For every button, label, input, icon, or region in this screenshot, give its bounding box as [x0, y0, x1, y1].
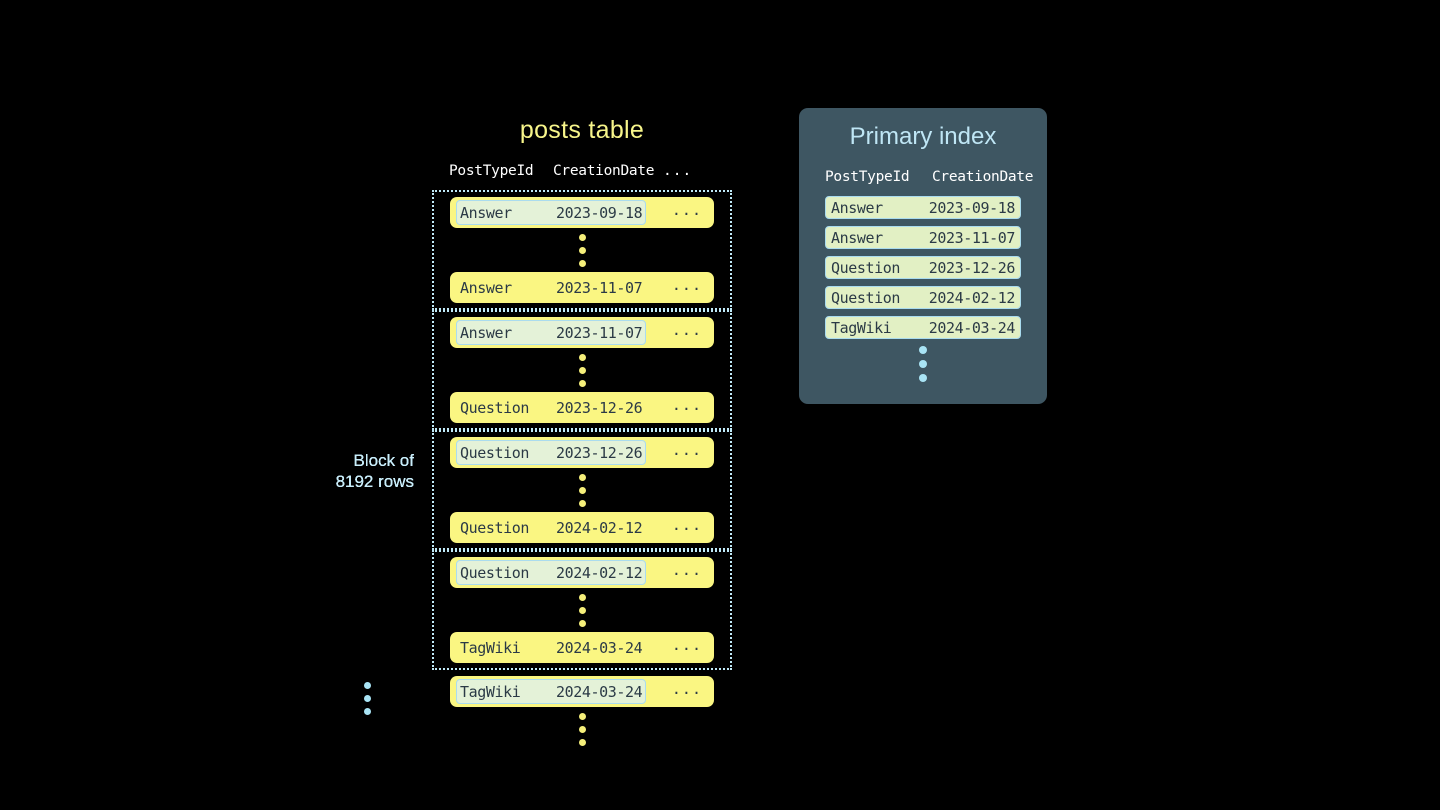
- cell-posttypeid: Answer: [460, 278, 512, 297]
- column-header-posttypeid: PostTypeId: [449, 163, 534, 179]
- block-1-label: Block of 8192 rows: [335, 450, 414, 491]
- cell-more: ...: [671, 396, 702, 414]
- index-row: Question 2023-12-26: [825, 256, 1021, 279]
- cell-creationdate: 2023-12-26: [556, 443, 643, 462]
- cell-creationdate: 2024-03-24: [556, 638, 643, 657]
- cell-creationdate: 2023-11-07: [556, 323, 643, 342]
- cell-creationdate: 2023-11-07: [556, 278, 643, 297]
- cell-creationdate: 2023-09-18: [928, 198, 1016, 217]
- cell-posttypeid: Question: [460, 443, 530, 462]
- table-row: Question 2023-12-26 ...: [450, 437, 714, 468]
- cell-creationdate: 2023-11-07: [928, 228, 1016, 247]
- block-4: Block of 8192 rows Question 2024-02-12 .…: [336, 451, 732, 670]
- row-cells-highlighted: Answer 2023-09-18: [456, 200, 647, 225]
- row-cells: Question 2024-02-12: [456, 515, 646, 540]
- posts-table-blocks: Block of 8192 rows Answer 2023-09-18 ...…: [336, 190, 732, 751]
- cell-creationdate: 2023-09-18: [556, 203, 643, 222]
- cell-creationdate: 2024-03-24: [928, 318, 1016, 337]
- vertical-ellipsis-icon: [434, 348, 730, 392]
- cell-posttypeid: Question: [460, 563, 530, 582]
- index-row: Answer 2023-09-18: [825, 196, 1021, 219]
- vertical-ellipsis-icon: [432, 707, 732, 751]
- cell-posttypeid: Answer: [831, 228, 883, 247]
- posts-table-title: posts table: [519, 116, 645, 144]
- cell-posttypeid: Question: [831, 258, 901, 277]
- cell-more: ...: [671, 201, 702, 219]
- cell-posttypeid: Answer: [831, 198, 883, 217]
- primary-index-title: Primary index: [849, 123, 997, 150]
- cell-posttypeid: Answer: [460, 323, 512, 342]
- cell-creationdate: 2024-02-12: [556, 518, 643, 537]
- index-row: TagWiki 2024-03-24: [825, 316, 1021, 339]
- table-row: Answer 2023-11-07 ...: [450, 272, 714, 303]
- block-2-label: Block of 8192 rows: [335, 450, 414, 491]
- vertical-ellipsis-icon: [434, 588, 730, 632]
- table-row: Answer 2023-11-07 ...: [450, 317, 714, 348]
- block-4-label: Block of 8192 rows: [335, 450, 414, 491]
- row-cells-highlighted: Question 2024-02-12: [456, 560, 647, 585]
- cell-creationdate: 2024-03-24: [556, 682, 643, 701]
- cell-posttypeid: TagWiki: [831, 318, 892, 337]
- row-cells-highlighted: TagWiki 2024-03-24: [456, 679, 647, 704]
- cell-posttypeid: Answer: [460, 203, 512, 222]
- primary-index-column-headers: PostTypeId CreationDate: [799, 169, 1047, 185]
- cell-more: ...: [671, 321, 702, 339]
- block-3-label: Block of 8192 rows: [335, 450, 414, 491]
- cell-more: ...: [671, 516, 702, 534]
- table-row: TagWiki 2024-03-24 ...: [450, 632, 714, 663]
- row-cells: TagWiki 2024-03-24: [456, 635, 646, 660]
- primary-index-rows: Answer 2023-09-18 Answer 2023-11-07 Ques…: [799, 196, 1047, 382]
- cell-creationdate: 2024-02-12: [928, 288, 1016, 307]
- index-row: Answer 2023-11-07: [825, 226, 1021, 249]
- column-header-creationdate: CreationDate: [553, 163, 655, 179]
- table-row-trailing: TagWiki 2024-03-24 ...: [450, 676, 714, 707]
- cell-posttypeid: TagWiki: [460, 682, 521, 701]
- block-1: Block of 8192 rows Answer 2023-09-18 ...…: [336, 190, 732, 491]
- index-row: Question 2024-02-12: [825, 286, 1021, 309]
- column-header-creationdate: CreationDate: [932, 169, 1034, 185]
- table-row: Question 2024-02-12 ...: [450, 512, 714, 543]
- primary-index-panel: Primary index PostTypeId CreationDate An…: [799, 108, 1047, 404]
- vertical-ellipsis-icon: [434, 468, 730, 512]
- cell-creationdate: 2023-12-26: [928, 258, 1016, 277]
- cell-creationdate: 2024-02-12: [556, 563, 643, 582]
- row-cells-highlighted: Answer 2023-11-07: [456, 320, 647, 345]
- table-row: Question 2023-12-26 ...: [450, 392, 714, 423]
- posts-table-column-headers: PostTypeId CreationDate ...: [432, 161, 732, 181]
- index-continues-ellipsis-icon: [825, 346, 1021, 382]
- cell-more: ...: [671, 441, 702, 459]
- cell-more: ...: [671, 561, 702, 579]
- cell-more: ...: [671, 636, 702, 654]
- table-continues-ellipsis-icon: [364, 676, 371, 720]
- cell-posttypeid: TagWiki: [460, 638, 521, 657]
- table-row: Answer 2023-09-18 ...: [450, 197, 714, 228]
- column-header-more: ...: [663, 163, 693, 179]
- cell-more: ...: [671, 680, 702, 698]
- cell-posttypeid: Question: [460, 398, 530, 417]
- row-cells: Question 2023-12-26: [456, 395, 646, 420]
- block-3: Block of 8192 rows Question 2023-12-26 .…: [336, 430, 732, 550]
- vertical-ellipsis-icon: [434, 228, 730, 272]
- cell-creationdate: 2023-12-26: [556, 398, 643, 417]
- posts-table-section: posts table PostTypeId CreationDate ... …: [336, 116, 732, 751]
- row-cells: Answer 2023-11-07: [456, 275, 646, 300]
- column-header-posttypeid: PostTypeId: [825, 169, 910, 185]
- table-row: Question 2024-02-12 ...: [450, 557, 714, 588]
- cell-posttypeid: Question: [831, 288, 901, 307]
- block-2: Block of 8192 rows Answer 2023-11-07 ...…: [336, 310, 732, 491]
- row-cells-highlighted: Question 2023-12-26: [456, 440, 647, 465]
- cell-more: ...: [671, 276, 702, 294]
- cell-posttypeid: Question: [460, 518, 530, 537]
